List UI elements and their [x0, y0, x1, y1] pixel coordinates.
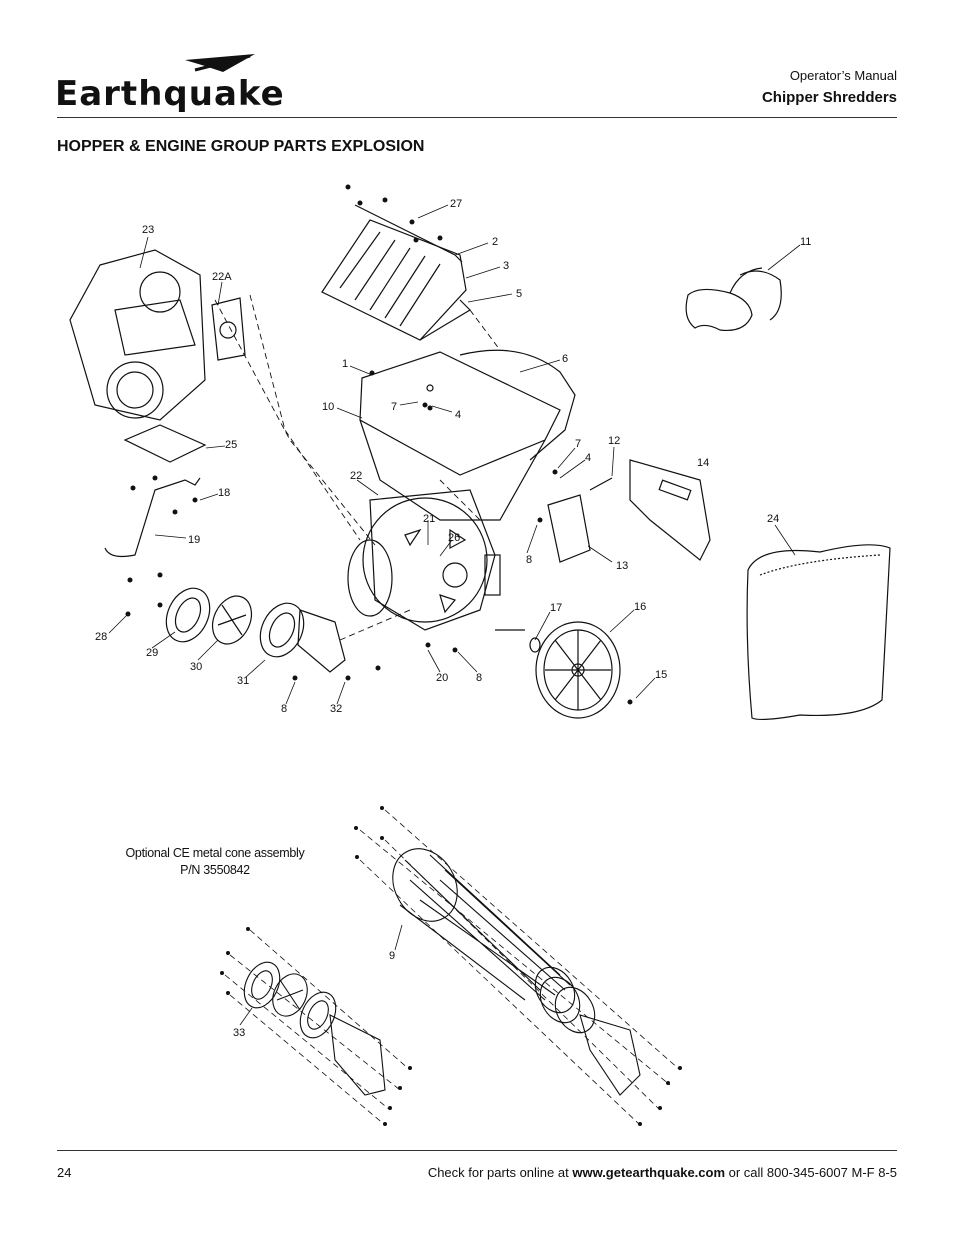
callout-4b: 4	[585, 452, 591, 464]
footer-suffix: or call 800-345-6007 M-F 8-5	[725, 1165, 897, 1180]
footer-prefix: Check for parts online at	[427, 1165, 573, 1180]
brand-wordmark: Earthquake	[55, 74, 285, 114]
callout-19: 19	[188, 534, 200, 546]
callout-12: 12	[608, 435, 620, 447]
small-chute	[329, 1014, 386, 1096]
callout-1: 1	[342, 358, 348, 370]
earthquake-logo: Earthquake	[55, 52, 295, 114]
callout-10: 10	[322, 401, 334, 413]
handle-bar	[104, 477, 201, 558]
callout-29: 29	[146, 647, 158, 659]
callout-18: 18	[218, 487, 230, 499]
callout-7b: 7	[575, 438, 581, 450]
optional-assembly-title: Optional CE metal cone assembly	[125, 846, 305, 860]
callout-32: 32	[330, 703, 342, 715]
gasket-31	[259, 602, 305, 658]
callout-11: 11	[800, 236, 811, 248]
section-title: HOPPER & ENGINE GROUP PARTS EXPLOSION	[57, 138, 425, 155]
callout-14: 14	[697, 457, 709, 469]
optional-assembly-part-number: P/N 3550842	[180, 863, 250, 877]
callout-4: 4	[455, 409, 461, 421]
callout-27: 27	[450, 198, 462, 210]
callout-22a: 22A	[212, 271, 232, 283]
callout-16: 16	[634, 601, 646, 613]
callout-26: 26	[448, 532, 460, 544]
collection-bag	[746, 544, 891, 721]
callout-30: 30	[190, 661, 202, 673]
product-title: Chipper Shredders	[761, 89, 897, 106]
callout-5: 5	[516, 288, 522, 300]
mount-plate	[211, 297, 246, 361]
callout-7: 7	[391, 401, 397, 413]
metal-cone	[392, 848, 576, 1014]
base-plate	[123, 424, 207, 463]
optional-assembly-label: Optional CE metal cone assembly P/N 3550…	[90, 845, 340, 879]
cone-chute	[579, 1014, 641, 1096]
callout-20: 20	[436, 672, 448, 684]
manual-label: Operator’s Manual	[789, 68, 897, 83]
wheel	[535, 621, 621, 719]
callout-21: 21	[423, 513, 435, 525]
engine	[69, 249, 206, 421]
chipper-housing	[362, 489, 501, 631]
bolt	[589, 477, 613, 491]
callout-25: 25	[225, 439, 237, 451]
callout-22: 22	[350, 470, 362, 482]
callout-28: 28	[95, 631, 107, 643]
callout-8: 8	[526, 554, 532, 566]
callout-2: 2	[492, 236, 498, 248]
header-divider	[57, 117, 897, 118]
gasket-29	[165, 587, 211, 643]
footer-contact: Check for parts online at www.getearthqu…	[428, 1165, 897, 1180]
gasket-set-33	[243, 961, 337, 1039]
callout-15: 15	[655, 669, 667, 681]
safety-goggles	[685, 267, 782, 332]
callout-33: 33	[233, 1027, 245, 1039]
deflector-plate	[321, 204, 471, 341]
callout-23: 23	[142, 224, 154, 236]
callout-24: 24	[767, 513, 779, 525]
callout-8c: 8	[476, 672, 482, 684]
callout-31: 31	[237, 675, 249, 687]
guard-plate	[629, 459, 711, 561]
footer-url-link[interactable]: www.getearthquake.com	[572, 1165, 726, 1180]
left-wheel	[347, 539, 393, 617]
page-number: 24	[57, 1165, 72, 1180]
callout-17: 17	[550, 602, 562, 614]
callout-8b: 8	[281, 703, 287, 715]
cone-gaskets	[539, 976, 596, 1034]
side-shield	[547, 494, 591, 563]
callout-9: 9	[389, 950, 395, 962]
callout-6: 6	[562, 353, 568, 365]
hopper	[359, 349, 576, 521]
footer-divider	[57, 1150, 897, 1151]
screen-30	[211, 595, 253, 645]
callout-13: 13	[616, 560, 628, 572]
logo-swoosh-icon	[185, 54, 255, 72]
callout-3: 3	[503, 260, 509, 272]
intake-chute	[297, 609, 346, 673]
